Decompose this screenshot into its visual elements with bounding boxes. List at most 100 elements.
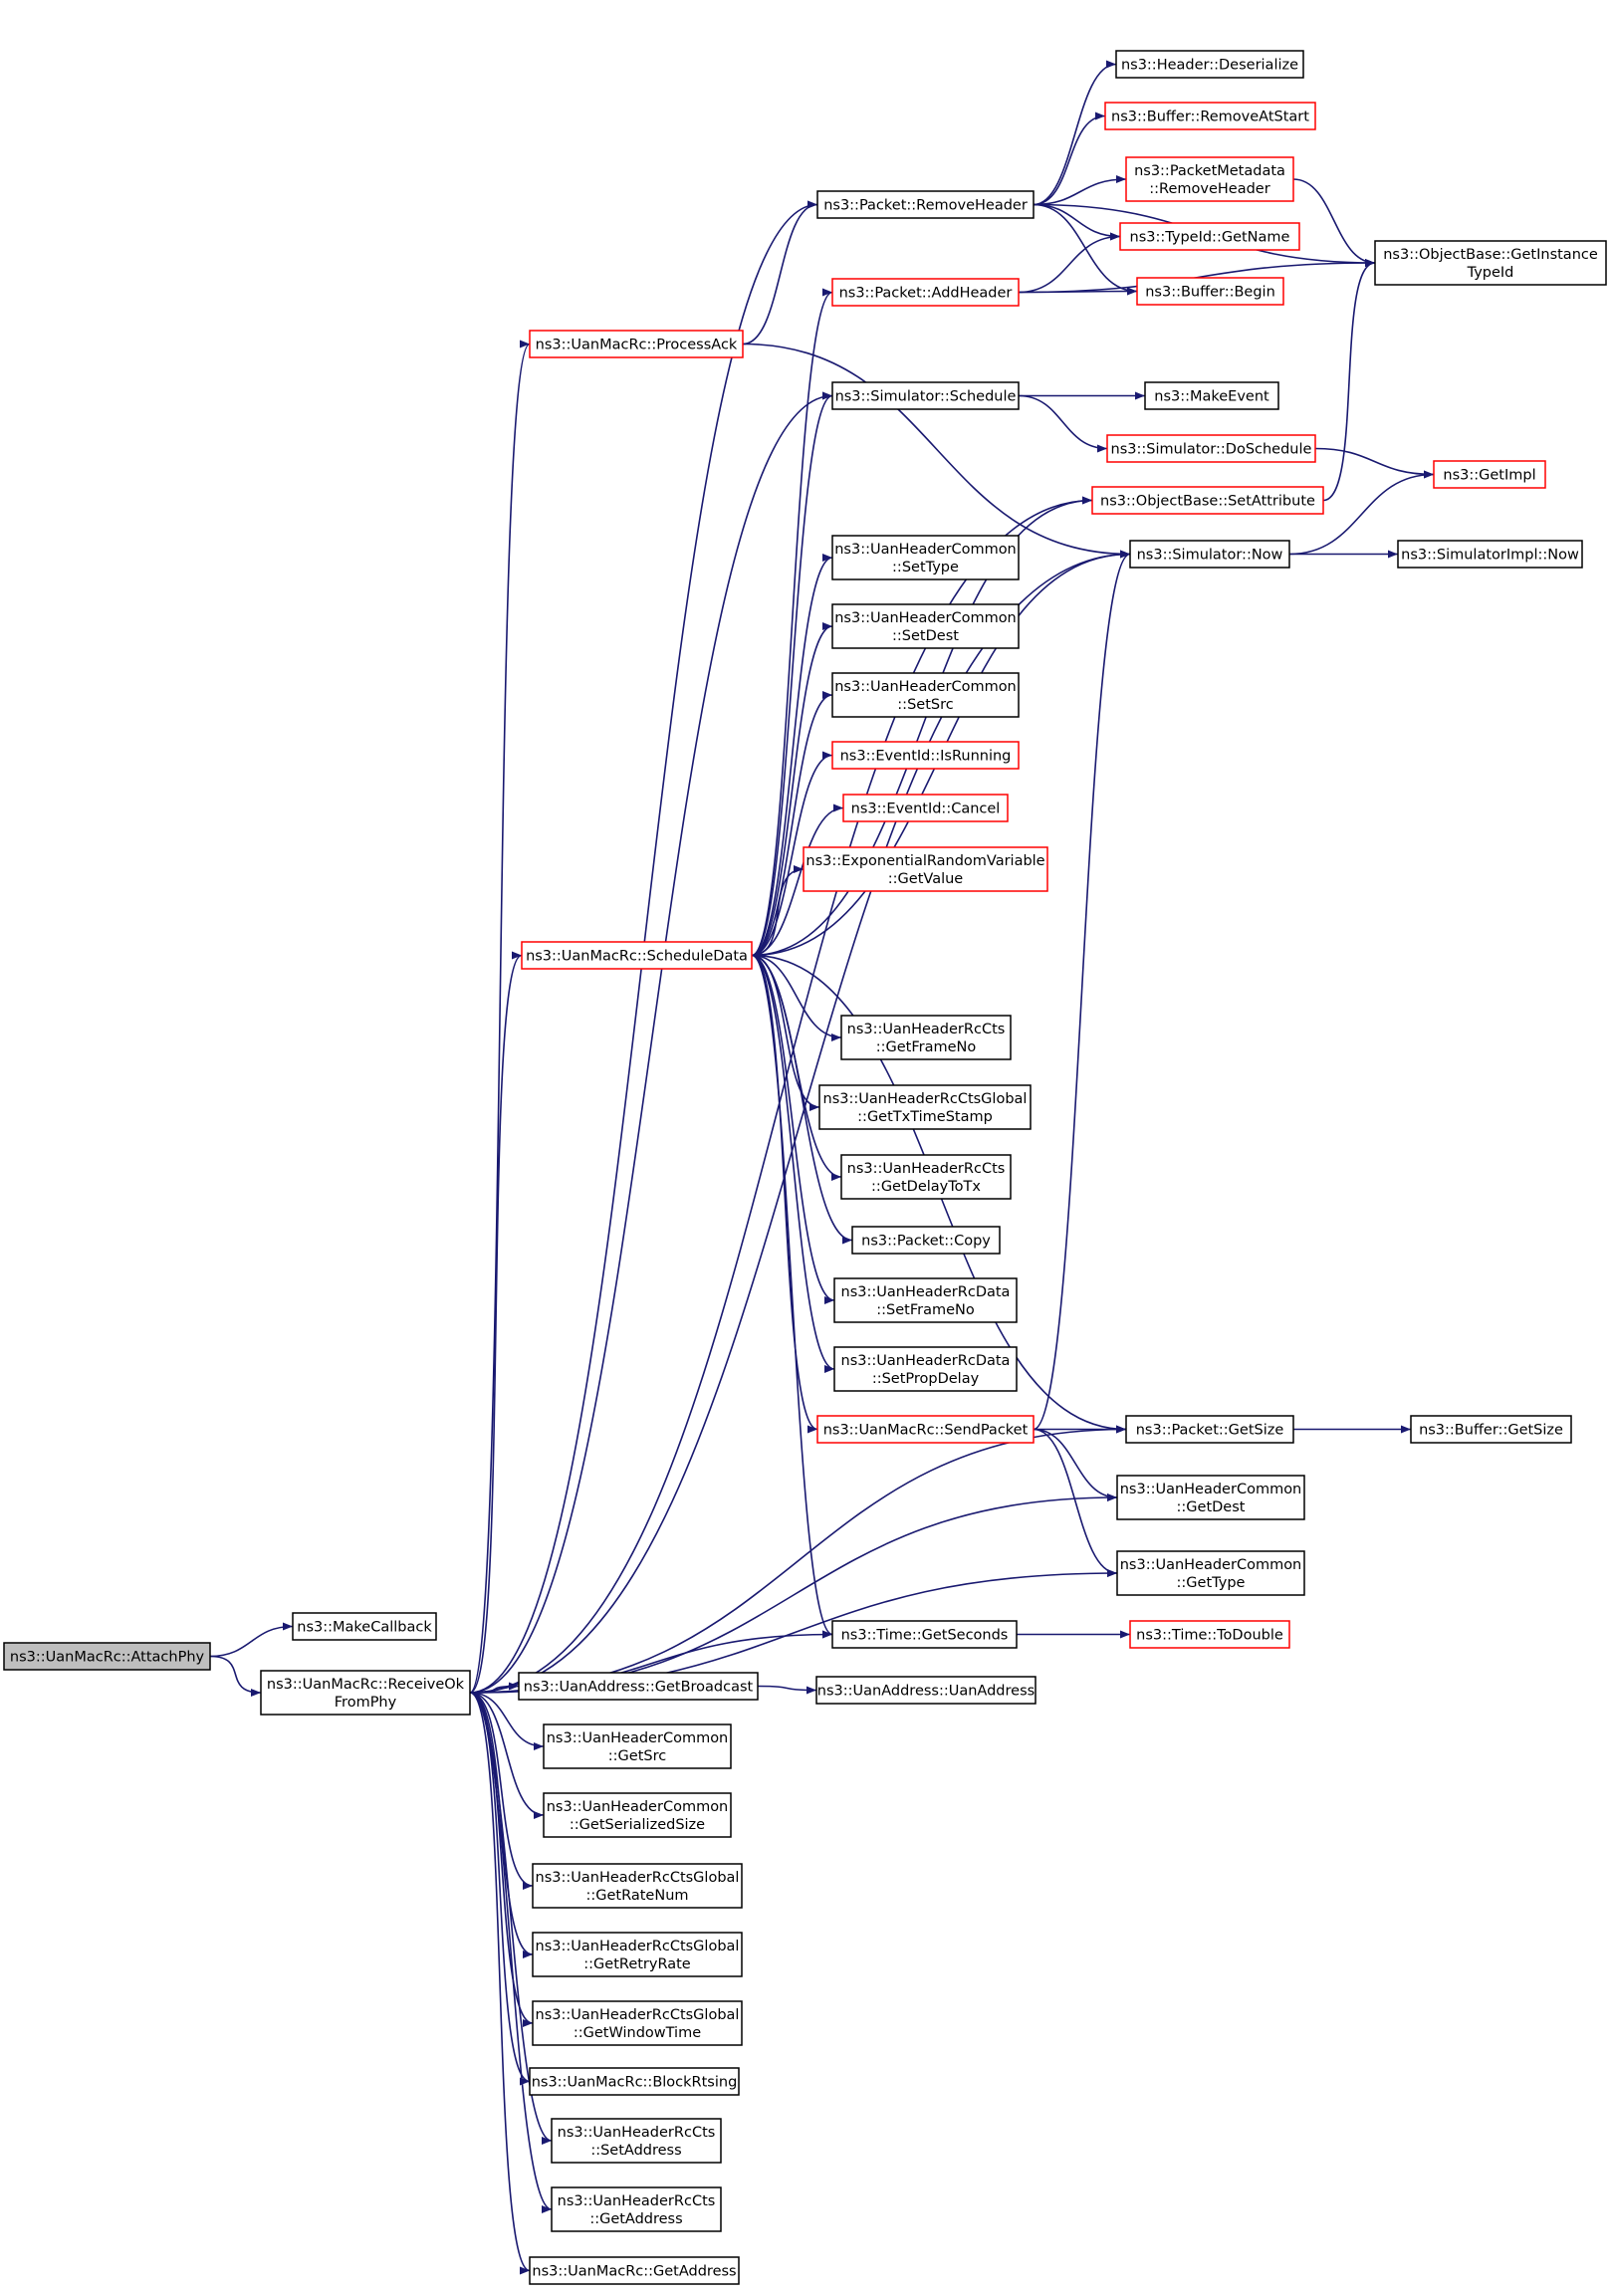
- node-box[interactable]: [831, 535, 1020, 580]
- node-box[interactable]: [1129, 540, 1290, 569]
- node-box[interactable]: [543, 1723, 732, 1769]
- node-schedule[interactable]: ns3::Simulator::Schedule: [831, 381, 1020, 410]
- node-isrunning[interactable]: ns3::EventId::IsRunning: [831, 741, 1020, 770]
- node-makecallback[interactable]: ns3::MakeCallback: [292, 1612, 437, 1641]
- node-setdest[interactable]: ns3::UanHeaderCommon::SetDest: [831, 603, 1020, 649]
- node-getratenum[interactable]: ns3::UanHeaderRcCtsGlobal::GetRateNum: [532, 1863, 743, 1909]
- node-getretryrate[interactable]: ns3::UanHeaderRcCtsGlobal::GetRetryRate: [532, 1932, 743, 1977]
- node-box[interactable]: [831, 603, 1020, 649]
- node-hdrgetsrc[interactable]: ns3::UanHeaderCommon::GetSrc: [543, 1723, 732, 1769]
- node-box[interactable]: [1125, 156, 1294, 202]
- node-timegetseconds[interactable]: ns3::Time::GetSeconds: [831, 1620, 1018, 1649]
- node-processack[interactable]: ns3::UanMacRc::ProcessAck: [529, 330, 744, 358]
- node-hdrgetser[interactable]: ns3::UanHeaderCommon::GetSerializedSize: [543, 1792, 732, 1838]
- node-expgetvalue[interactable]: ns3::ExponentialRandomVariable::GetValue: [803, 846, 1048, 892]
- node-packetcopy[interactable]: ns3::Packet::Copy: [851, 1226, 1001, 1255]
- node-box[interactable]: [532, 2000, 743, 2046]
- node-box[interactable]: [1374, 240, 1607, 286]
- node-addheader[interactable]: ns3::Packet::AddHeader: [831, 278, 1020, 307]
- node-makeevent[interactable]: ns3::MakeEvent: [1144, 381, 1279, 410]
- node-box[interactable]: [833, 1277, 1018, 1323]
- node-simimplnow[interactable]: ns3::SimulatorImpl::Now: [1397, 540, 1583, 569]
- node-gettxtimestamp[interactable]: ns3::UanHeaderRcCtsGlobal::GetTxTimeStam…: [818, 1084, 1032, 1130]
- node-box[interactable]: [1136, 277, 1284, 306]
- node-setattribute[interactable]: ns3::ObjectBase::SetAttribute: [1091, 486, 1324, 515]
- node-box[interactable]: [816, 1415, 1035, 1444]
- node-getwindowtime[interactable]: ns3::UanHeaderRcCtsGlobal::GetWindowTime: [532, 2000, 743, 2046]
- node-box[interactable]: [551, 2118, 722, 2164]
- node-box[interactable]: [292, 1612, 437, 1641]
- node-box[interactable]: [815, 1676, 1036, 1705]
- node-pmremoveheader[interactable]: ns3::PacketMetadata::RemoveHeader: [1125, 156, 1294, 202]
- node-box[interactable]: [1106, 434, 1316, 463]
- node-attachphy[interactable]: ns3::UanMacRc::AttachPhy: [3, 1642, 211, 1671]
- node-box[interactable]: [529, 330, 744, 358]
- node-box[interactable]: [1116, 1550, 1305, 1596]
- node-getdelaytotx[interactable]: ns3::UanHeaderRcCts::GetDelayToTx: [840, 1154, 1012, 1200]
- node-box[interactable]: [851, 1226, 1001, 1255]
- node-box[interactable]: [833, 1346, 1018, 1392]
- node-box[interactable]: [818, 1084, 1032, 1130]
- node-doschedule[interactable]: ns3::Simulator::DoSchedule: [1106, 434, 1316, 463]
- node-sendpacket[interactable]: ns3::UanMacRc::SendPacket: [816, 1415, 1035, 1444]
- node-blockrtsing[interactable]: ns3::UanMacRc::BlockRtsing: [529, 2067, 740, 2096]
- node-box[interactable]: [1119, 222, 1300, 251]
- node-box[interactable]: [831, 741, 1020, 770]
- node-deserialize[interactable]: ns3::Header::Deserialize: [1115, 50, 1304, 79]
- node-box[interactable]: [521, 941, 753, 970]
- node-box[interactable]: [529, 2256, 740, 2285]
- node-todouble[interactable]: ns3::Time::ToDouble: [1129, 1620, 1290, 1649]
- node-box[interactable]: [1397, 540, 1583, 569]
- node-scheduledata[interactable]: ns3::UanMacRc::ScheduleData: [521, 941, 753, 970]
- node-buffergetsize[interactable]: ns3::Buffer::GetSize: [1410, 1415, 1572, 1444]
- node-setpropdelay[interactable]: ns3::UanHeaderRcData::SetPropDelay: [833, 1346, 1018, 1392]
- node-removeatstart[interactable]: ns3::Buffer::RemoveAtStart: [1104, 102, 1316, 130]
- node-box[interactable]: [1129, 1620, 1290, 1649]
- node-box[interactable]: [529, 2067, 740, 2096]
- node-getframeno[interactable]: ns3::UanHeaderRcCts::GetFrameNo: [840, 1015, 1012, 1060]
- node-hdrgettype[interactable]: ns3::UanHeaderCommon::GetType: [1116, 1550, 1305, 1596]
- node-ctssetaddress[interactable]: ns3::UanHeaderRcCts::SetAddress: [551, 2118, 722, 2164]
- node-uanaddress[interactable]: ns3::UanAddress::UanAddress: [815, 1676, 1036, 1705]
- node-packetgetsize[interactable]: ns3::Packet::GetSize: [1125, 1415, 1294, 1444]
- node-box[interactable]: [532, 1932, 743, 1977]
- node-ctsgetaddress[interactable]: ns3::UanHeaderRcCts::GetAddress: [551, 2186, 722, 2232]
- node-hdrgetdest[interactable]: ns3::UanHeaderCommon::GetDest: [1116, 1475, 1305, 1520]
- node-box[interactable]: [831, 1620, 1018, 1649]
- node-settype[interactable]: ns3::UanHeaderCommon::SetType: [831, 535, 1020, 580]
- node-box[interactable]: [532, 1863, 743, 1909]
- node-bufferbegin[interactable]: ns3::Buffer::Begin: [1136, 277, 1284, 306]
- node-getimpl[interactable]: ns3::GetImpl: [1433, 460, 1546, 489]
- node-box[interactable]: [842, 794, 1009, 822]
- node-box[interactable]: [260, 1670, 471, 1716]
- node-box[interactable]: [831, 381, 1020, 410]
- node-box[interactable]: [543, 1792, 732, 1838]
- node-box[interactable]: [3, 1642, 211, 1671]
- node-cancel[interactable]: ns3::EventId::Cancel: [842, 794, 1009, 822]
- node-box[interactable]: [1125, 1415, 1294, 1444]
- node-box[interactable]: [1410, 1415, 1572, 1444]
- node-box[interactable]: [831, 278, 1020, 307]
- node-box[interactable]: [840, 1154, 1012, 1200]
- node-box[interactable]: [816, 190, 1035, 219]
- node-box[interactable]: [840, 1015, 1012, 1060]
- node-removeheader[interactable]: ns3::Packet::RemoveHeader: [816, 190, 1035, 219]
- node-box[interactable]: [1104, 102, 1316, 130]
- node-box[interactable]: [1433, 460, 1546, 489]
- node-getbroadcast[interactable]: ns3::UanAddress::GetBroadcast: [518, 1672, 759, 1701]
- node-typeidgetname[interactable]: ns3::TypeId::GetName: [1119, 222, 1300, 251]
- node-setsrc[interactable]: ns3::UanHeaderCommon::SetSrc: [831, 672, 1020, 718]
- node-box[interactable]: [1116, 1475, 1305, 1520]
- node-macgetaddress[interactable]: ns3::UanMacRc::GetAddress: [529, 2256, 740, 2285]
- node-box[interactable]: [1144, 381, 1279, 410]
- node-box[interactable]: [518, 1672, 759, 1701]
- node-simnow[interactable]: ns3::Simulator::Now: [1129, 540, 1290, 569]
- node-box[interactable]: [551, 2186, 722, 2232]
- node-box[interactable]: [1115, 50, 1304, 79]
- node-box[interactable]: [803, 846, 1048, 892]
- node-box[interactable]: [1091, 486, 1324, 515]
- node-box[interactable]: [831, 672, 1020, 718]
- node-setframeno[interactable]: ns3::UanHeaderRcData::SetFrameNo: [833, 1277, 1018, 1323]
